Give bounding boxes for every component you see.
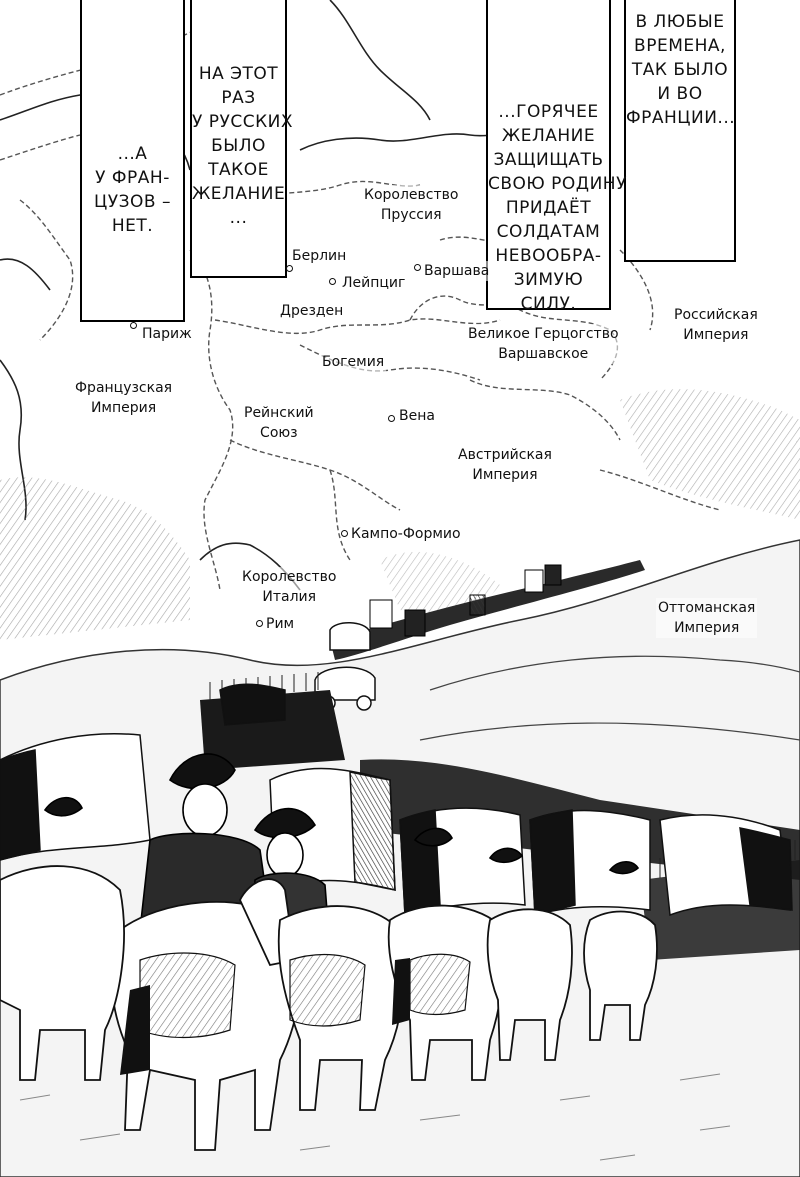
bubble-4-line: ...А	[117, 144, 148, 164]
bubble-2-line: ...ГОРЯЧЕЕ	[498, 102, 599, 122]
map-label-russia: Российская Империя	[672, 305, 760, 345]
city-marker	[388, 415, 395, 422]
map-borders	[0, 29, 721, 591]
map-label-line: Империя	[90, 400, 157, 416]
speech-bubble-4: ...А У ФРАН- ЦУЗОВ – НЕТ.	[80, 0, 185, 322]
city-marker	[286, 265, 293, 272]
map-label-campo-formio: Кампо-Формио	[349, 524, 463, 544]
map-label-italy: Королевство Италия	[240, 567, 339, 607]
bubble-3-line: У РУССКИХ	[192, 112, 294, 132]
bubble-2-line: ЗИМУЮ	[513, 270, 584, 290]
map-label-berlin: Берлин	[290, 246, 349, 266]
map-label-vienna: Вена	[397, 406, 437, 426]
bubble-3-line: РАЗ	[221, 88, 256, 108]
city-marker	[341, 530, 348, 537]
clouds-right	[620, 389, 800, 520]
map-label-line: Варшавское	[498, 346, 589, 362]
city-marker	[256, 620, 263, 627]
saddle-cloths	[139, 952, 471, 1039]
bubble-3-line: ТАКОЕ	[208, 160, 269, 180]
map-label-line: Пруссия	[380, 207, 442, 223]
clouds-left	[0, 477, 190, 640]
bubble-4-line: НЕТ.	[111, 216, 154, 236]
city-marker	[329, 278, 336, 285]
riders-boots	[120, 958, 410, 1075]
map-label-leipzig: Лейпциг	[340, 273, 408, 293]
map-label-line: Австрийская	[458, 447, 552, 463]
map-label-line: Великое Герцогство	[468, 326, 619, 342]
bubble-2-line: НЕВООБРА-	[495, 246, 602, 266]
map-label-line: Королевство	[242, 569, 337, 585]
bubble-4-line: ЦУЗОВ –	[94, 192, 171, 212]
bubble-3-line: ЖЕЛАНИЕ	[192, 184, 286, 204]
speech-bubble-2: ...ГОРЯЧЕЕ ЖЕЛАНИЕ ЗАЩИЩАТЬ СВОЮ РОДИНУ …	[486, 0, 627, 314]
map-label-warsaw: Варшава	[422, 261, 492, 281]
speech-bubble-3: НА ЭТОТ РАЗ У РУССКИХ БЫЛО ТАКОЕ ЖЕЛАНИЕ…	[190, 0, 294, 278]
map-label-line: Италия	[262, 589, 317, 605]
map-label-line: Королевство	[364, 187, 459, 203]
map-label-prussia: Королевство Пруссия	[362, 185, 461, 225]
bubble-1-line: И ВО	[657, 84, 703, 104]
bubble-2-line: СИЛУ.	[520, 294, 577, 314]
map-label-paris: Париж	[140, 324, 194, 344]
map-label-line: Империя	[683, 327, 749, 343]
map-label-line: Рейнский	[244, 405, 314, 421]
ground-texture	[19, 1073, 731, 1161]
flags	[0, 683, 793, 917]
map-label-rhine: Рейнский Союз	[242, 403, 316, 443]
map-label-ottoman: Оттоманская Империя	[656, 598, 758, 638]
map-label-french-empire: Французская Империя	[73, 378, 175, 418]
bubble-2-line: ЖЕЛАНИЕ	[501, 126, 596, 146]
map-label-austria: Австрийская Империя	[456, 445, 554, 485]
map-label-line: Империя	[674, 620, 740, 636]
bubble-3-line: НА ЭТОТ	[198, 64, 279, 84]
map-label-bohemia: Богемия	[320, 352, 387, 372]
bubble-2-line: ЗАЩИЩАТЬ	[493, 150, 604, 170]
bubble-1-line: В ЛЮБЫЕ	[635, 12, 725, 32]
bubble-1-line: ФРАНЦИИ...	[626, 108, 736, 128]
banners-distant	[369, 564, 562, 637]
bubble-3-line: БЫЛО	[211, 136, 266, 156]
map-label-line: Оттоманская	[658, 600, 756, 616]
bubble-1-line: ВРЕМЕНА,	[634, 36, 726, 56]
map-label-line: Империя	[472, 467, 538, 483]
map-label-rome: Рим	[264, 614, 297, 634]
city-marker	[414, 264, 421, 271]
bubble-2-line: СОЛДАТАМ	[496, 222, 601, 242]
city-marker	[130, 322, 137, 329]
speech-bubble-1: В ЛЮБЫЕ ВРЕМЕНА, ТАК БЫЛО И ВО ФРАНЦИИ..…	[624, 0, 736, 262]
map-label-dresden: Дрезден	[278, 301, 346, 321]
bubble-1-line: ТАК БЫЛО	[631, 60, 729, 80]
map-label-line: Французская	[75, 380, 173, 396]
bubble-2-line: СВОЮ РОДИНУ	[488, 174, 627, 194]
bubble-2-line: ПРИДАЁТ	[505, 198, 592, 218]
map-label-line: Российская	[674, 307, 758, 323]
map-label-line: Союз	[260, 425, 298, 441]
bubble-4-line: У ФРАН-	[95, 168, 170, 188]
bubble-3-line: ...	[229, 208, 248, 228]
map-label-duchy-warsaw: Великое Герцогство Варшавское	[466, 324, 621, 364]
